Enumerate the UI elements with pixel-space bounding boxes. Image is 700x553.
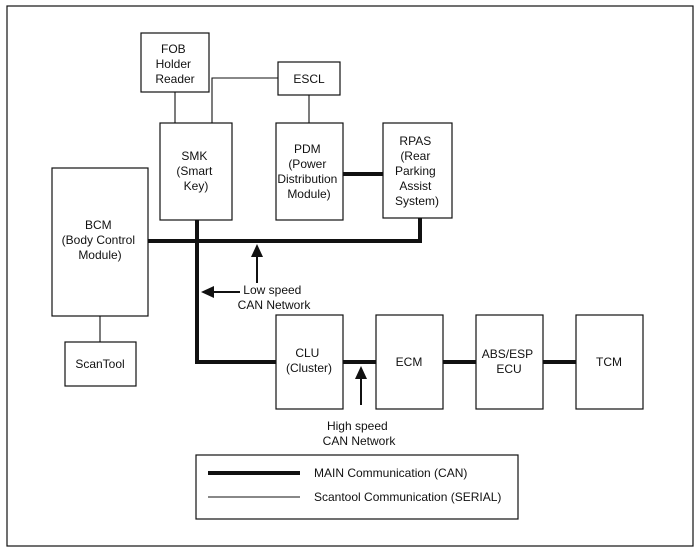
fob-label: FOB Holder Reader: [155, 42, 194, 86]
escl-label: ESCL: [293, 72, 325, 86]
node-rpas: RPAS (Rear Parking Assist System): [382, 122, 453, 219]
low-speed-left-arrow: [201, 286, 240, 298]
tcm-label: TCM: [596, 355, 622, 369]
node-pdm: PDM (Power Distribution Module): [275, 122, 344, 221]
scantool-label: ScanTool: [75, 357, 124, 371]
smk-to-clu-can-line: [195, 220, 276, 364]
legend-scantool-label: Scantool Communication (SERIAL): [314, 490, 501, 504]
outer-frame: [6, 5, 694, 547]
node-tcm: TCM: [575, 314, 644, 410]
node-clu: CLU (Cluster): [275, 314, 344, 410]
clu-label: CLU (Cluster): [286, 346, 332, 375]
node-scantool: ScanTool: [64, 341, 137, 387]
high-speed-up-arrow: [355, 366, 367, 405]
low-speed-can-bus: [148, 218, 422, 243]
node-ecm: ECM: [375, 314, 444, 410]
rpas-label: RPAS (Rear Parking Assist System): [395, 134, 439, 208]
serial-lines: [99, 77, 310, 342]
high-speed-label: High speed CAN Network: [323, 419, 397, 448]
low-speed-label: Low speed CAN Network: [238, 283, 312, 312]
pdm-label: PDM (Power Distribution Module): [277, 142, 340, 201]
node-escl: ESCL: [277, 61, 341, 96]
can-lines: [148, 172, 576, 364]
bcm-label: BCM (Body Control Module): [62, 218, 139, 262]
node-bcm: BCM (Body Control Module): [51, 167, 149, 317]
fob-to-escl-line: [211, 77, 278, 123]
legend: MAIN Communication (CAN) Scantool Commun…: [195, 454, 519, 520]
node-smk: SMK (Smart Key): [159, 122, 233, 221]
low-speed-up-arrow: [251, 244, 263, 283]
smk-label: SMK (Smart Key): [176, 149, 215, 193]
node-fob: FOB Holder Reader: [140, 32, 210, 93]
ecm-label: ECM: [396, 355, 423, 369]
node-abs: ABS/ESP ECU: [475, 314, 544, 410]
legend-main-label: MAIN Communication (CAN): [314, 466, 467, 480]
abs-label: ABS/ESP ECU: [482, 347, 536, 376]
